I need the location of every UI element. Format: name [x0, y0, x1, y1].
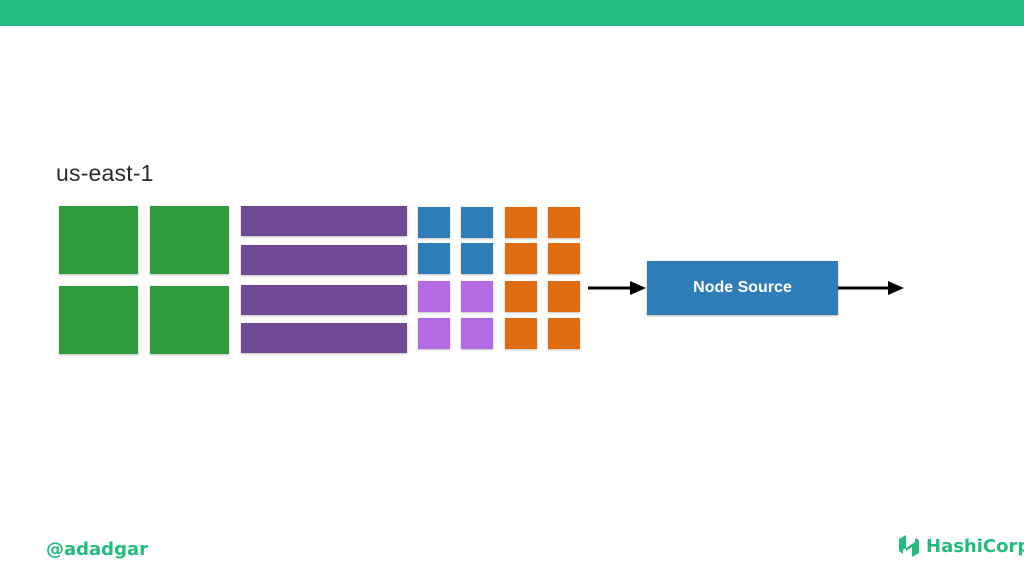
- top-accent-bar: [0, 0, 1024, 26]
- orange-node-square: [548, 318, 580, 349]
- brand-name: HashiCorp: [926, 535, 1024, 557]
- orange-node-square: [505, 318, 537, 349]
- orange-node-square: [505, 281, 537, 312]
- blue-node-square: [418, 243, 450, 274]
- violet-node-square: [461, 318, 493, 349]
- orange-node-square: [548, 281, 580, 312]
- blue-node-square: [461, 207, 493, 238]
- orange-node-square: [505, 243, 537, 274]
- arrow-right-icon: [838, 281, 904, 295]
- orange-node-square: [548, 243, 580, 274]
- region-label: us-east-1: [56, 160, 154, 186]
- hashicorp-logo-icon: [899, 535, 919, 557]
- arrow-right-icon: [588, 281, 646, 295]
- violet-node-square: [418, 281, 450, 312]
- purple-node-bar: [241, 285, 407, 315]
- violet-node-square: [461, 281, 493, 312]
- blue-node-square: [461, 243, 493, 274]
- blue-node-square: [418, 207, 450, 238]
- brand-logo: HashiCorp: [898, 534, 1024, 558]
- green-node-block: [150, 286, 229, 354]
- purple-node-bar: [241, 206, 407, 236]
- green-node-block: [59, 206, 138, 274]
- author-handle: @adadgar: [46, 539, 148, 560]
- node-source-box: Node Source: [647, 261, 838, 315]
- green-node-block: [59, 286, 138, 354]
- violet-node-square: [418, 318, 450, 349]
- orange-node-square: [505, 207, 537, 238]
- orange-node-square: [548, 207, 580, 238]
- green-node-block: [150, 206, 229, 274]
- purple-node-bar: [241, 323, 407, 353]
- purple-node-bar: [241, 245, 407, 275]
